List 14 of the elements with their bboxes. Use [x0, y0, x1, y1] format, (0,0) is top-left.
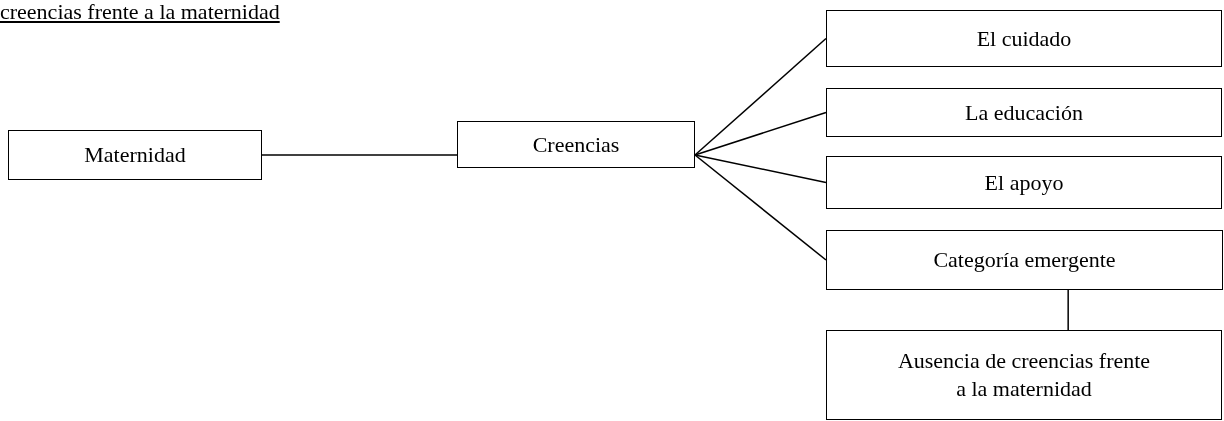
title: creencias frente a la maternidad: [0, 0, 280, 24]
text-box: Creencias: [457, 121, 695, 168]
text-box: El apoyo: [826, 156, 1222, 209]
text-box: Categoría emergente: [826, 230, 1223, 290]
text-box: Maternidad: [8, 130, 262, 180]
text-box: La educación: [826, 88, 1222, 137]
connector-line: [261, 154, 458, 156]
connector-line: [1067, 289, 1069, 331]
connector-line: [694, 111, 827, 156]
connector-line: [694, 154, 827, 184]
text-box: Ausencia de creencias frente a la maternidad: [826, 330, 1222, 420]
connector-line: [694, 154, 827, 261]
connector-line: [694, 37, 827, 156]
text-box: El cuidado: [826, 10, 1222, 67]
